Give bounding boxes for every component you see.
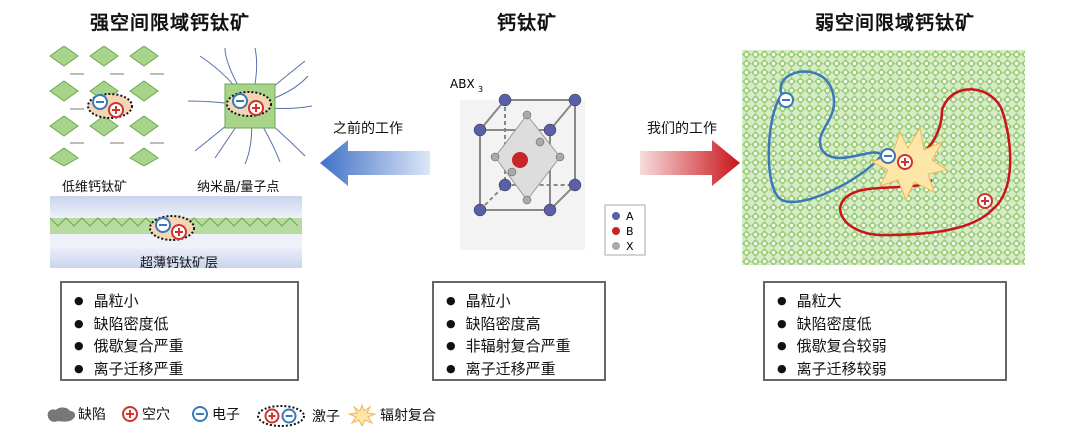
center-features-box: 晶粒小 缺陷密度高 非辐射复合严重 离子迁移严重 — [432, 281, 606, 381]
legend-hole: 空穴 — [120, 404, 170, 424]
left-point-3: 俄歇复合严重 — [74, 336, 297, 359]
center-point-3: 非辐射复合严重 — [446, 336, 604, 359]
radiative-recombination-icon — [348, 404, 376, 426]
left-title: 强空间限域钙钛矿 — [90, 12, 251, 34]
left-features-box: 晶粒小 缺陷密度低 俄歇复合严重 离子迁移严重 — [60, 281, 299, 381]
left-point-2: 缺陷密度低 — [74, 314, 297, 337]
formula-text: ABX — [450, 77, 475, 91]
electron-icon — [192, 406, 208, 422]
low-dim-perovskite-illustration — [49, 46, 164, 166]
hole-icon — [122, 406, 138, 422]
left-arrow-icon — [320, 140, 430, 186]
left-point-1: 晶粒小 — [74, 291, 297, 314]
formula-subscript: 3 — [478, 85, 483, 94]
right-point-2: 缺陷密度低 — [777, 314, 1005, 337]
defect-icon — [47, 407, 76, 422]
legend-electron-label: 电子 — [212, 407, 240, 423]
right-point-3: 俄歇复合较弱 — [777, 336, 1005, 359]
right-arrow-label: 我们的工作 — [647, 121, 717, 137]
atom-legend-B: B — [626, 225, 634, 238]
low-dim-label: 低维钙钛矿 — [62, 180, 128, 195]
exciton-icon — [257, 405, 305, 427]
center-point-4: 离子迁移严重 — [446, 359, 604, 382]
legend-defect-label: 缺陷 — [78, 407, 106, 423]
legend-radiative-label: 辐射复合 — [380, 408, 436, 424]
legend-electron: 电子 — [190, 404, 240, 424]
right-arrow-icon — [640, 140, 740, 186]
right-features-box: 晶粒大 缺陷密度低 俄歇复合较弱 离子迁移较弱 — [763, 281, 1007, 381]
weak-confinement-lattice-illustration — [742, 50, 1025, 265]
atom-legend-X: X — [626, 240, 634, 253]
perovskite-crystal-structure: ABX 3 A B X — [450, 77, 646, 256]
right-point-4: 离子迁移较弱 — [777, 359, 1005, 382]
legend-defect: 缺陷 — [44, 404, 106, 424]
left-point-4: 离子迁移严重 — [74, 359, 297, 382]
left-arrow-label: 之前的工作 — [333, 121, 403, 137]
right-title: 弱空间限域钙钛矿 — [815, 12, 976, 34]
nanocrystal-illustration — [187, 47, 313, 165]
atom-legend-A: A — [626, 210, 634, 223]
center-title: 钙钛矿 — [497, 12, 558, 34]
legend-exciton-label: 激子 — [312, 409, 340, 425]
legend-radiative: 辐射复合 — [348, 404, 436, 426]
ultrathin-layer-illustration — [50, 196, 302, 268]
legend-hole-label: 空穴 — [142, 407, 170, 423]
center-point-2: 缺陷密度高 — [446, 314, 604, 337]
center-point-1: 晶粒小 — [446, 291, 604, 314]
ultrathin-label: 超薄钙钛矿层 — [140, 256, 219, 271]
nanocrystal-label: 纳米晶/量子点 — [197, 180, 280, 195]
right-point-1: 晶粒大 — [777, 291, 1005, 314]
legend-exciton: 激子 — [256, 404, 340, 428]
